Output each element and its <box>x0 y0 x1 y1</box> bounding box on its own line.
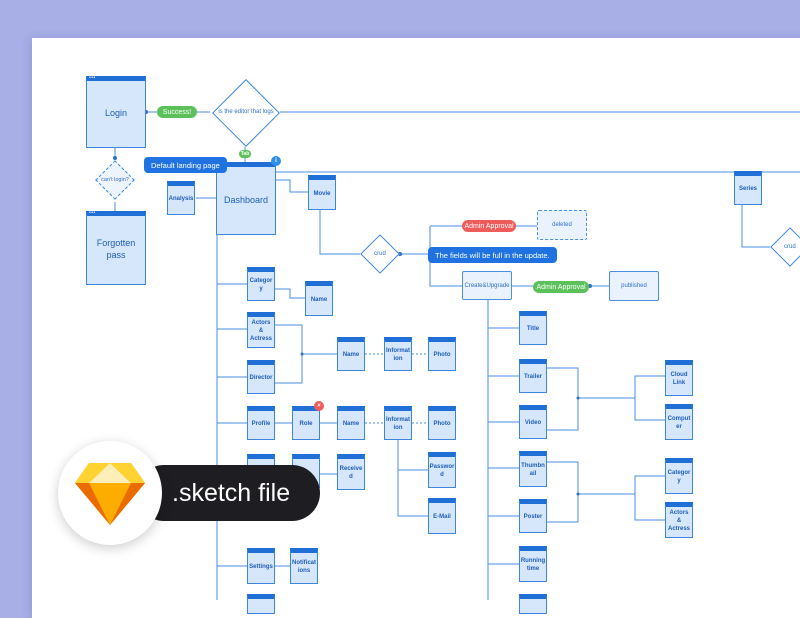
video-node[interactable]: Video <box>519 405 547 439</box>
trailer-node[interactable]: Trailer <box>519 359 547 393</box>
series-node[interactable]: Series <box>734 171 762 205</box>
series-label: Series <box>738 186 757 193</box>
category-label-2: Categor y <box>667 470 691 484</box>
movie-node[interactable]: Movie <box>308 175 336 210</box>
deleted-node: deleted <box>537 210 587 240</box>
name-label-1: Name <box>310 296 328 303</box>
running-time-label: Running time <box>520 558 546 572</box>
info-icon[interactable]: i <box>271 156 281 166</box>
profile-node[interactable]: Profile <box>247 406 275 440</box>
published-node: published <box>609 271 659 301</box>
information-label-1: Informat ion <box>386 348 410 362</box>
hidden-node-right-bottom[interactable] <box>519 594 547 614</box>
published-label: published <box>621 283 647 289</box>
fields-full-tooltip: The fields will be full in the update. <box>428 247 557 263</box>
password-label: Passwor d <box>429 464 455 478</box>
category-label: Categor y <box>249 278 273 292</box>
photo-node-2[interactable]: Photo <box>428 406 456 440</box>
create-upgrade-node[interactable]: Create&Upgrade <box>462 271 512 300</box>
sketch-logo-circle <box>58 441 162 545</box>
received-node[interactable]: Receive d <box>337 454 365 490</box>
settings-node[interactable]: Settings <box>247 548 275 584</box>
analysis-node[interactable]: Analysis <box>167 181 195 215</box>
photo-label-1: Photo <box>433 352 451 359</box>
tab-marker-icon: Tab <box>239 150 251 158</box>
decision-crud-label: crud <box>374 251 386 257</box>
information-node-1[interactable]: Informat ion <box>384 337 412 371</box>
profile-label: Profile <box>251 421 271 428</box>
admin-approval-green-pill: Admin Approval <box>533 281 589 293</box>
received-label: Receive d <box>339 466 363 480</box>
movie-label: Movie <box>313 190 331 197</box>
photo-node-1[interactable]: Photo <box>428 337 456 371</box>
notifications-node[interactable]: Notificat ions <box>290 548 318 584</box>
name-node-1[interactable]: Name <box>305 281 333 316</box>
director-label: Director <box>249 375 273 382</box>
title-node[interactable]: Title <box>519 311 547 345</box>
dashboard-screen[interactable]: •••Dashboard <box>216 162 276 235</box>
hidden-node-bottom[interactable] <box>247 594 275 614</box>
login-label: Login <box>104 108 128 119</box>
name-node-2[interactable]: Name <box>337 337 365 371</box>
cloud-link-node[interactable]: Cloud Link <box>665 360 693 396</box>
poster-node[interactable]: Poster <box>519 499 547 533</box>
name-label-3: Name <box>342 421 360 428</box>
category-node-2[interactable]: Categor y <box>665 458 693 494</box>
thumbnail-node[interactable]: Thumbn ail <box>519 451 547 487</box>
notifications-label: Notificat ions <box>292 560 316 574</box>
role-node[interactable]: Role <box>292 406 320 440</box>
login-screen[interactable]: •••Login <box>86 76 146 148</box>
sketch-file-badge: .sketch file <box>58 441 320 545</box>
decision-editor-label: is the editor that logs <box>218 109 274 115</box>
actors-label-2: Actors & Actress <box>667 510 690 532</box>
close-icon[interactable]: × <box>314 401 324 411</box>
forgotten-pass-label: Forgotten pass <box>96 238 136 260</box>
information-node-2[interactable]: Informat ion <box>384 406 412 440</box>
default-landing-tooltip: Default landing page <box>144 157 227 173</box>
create-upgrade-label: Create&Upgrade <box>464 282 510 289</box>
information-label-2: Informat ion <box>386 417 410 431</box>
success-pill: Success! <box>157 106 197 118</box>
trailer-label: Trailer <box>523 374 542 381</box>
email-node[interactable]: E-Mail <box>428 498 456 534</box>
category-node[interactable]: Categor y <box>247 267 275 301</box>
name-node-3[interactable]: Name <box>337 406 365 440</box>
decision-crud2-label: crud <box>784 244 796 250</box>
settings-label: Settings <box>249 564 273 571</box>
deleted-label: deleted <box>552 222 572 228</box>
actors-node-2[interactable]: Actors & Actress <box>665 502 693 538</box>
computer-label: Comput er <box>667 416 691 430</box>
actors-label: Actors & Actress <box>249 320 272 342</box>
actors-node[interactable]: Actors & Actress <box>247 312 275 348</box>
sketch-file-label-pill: .sketch file <box>136 465 320 521</box>
sketch-file-label: .sketch file <box>172 478 291 507</box>
cloud-link-label: Cloud Link <box>670 372 688 386</box>
dashboard-label: Dashboard <box>223 194 269 205</box>
video-label: Video <box>524 420 542 427</box>
decision-cant-login-label: can't login? <box>101 177 129 183</box>
poster-label: Poster <box>523 514 543 521</box>
admin-approval-red-pill: Admin Approval <box>462 220 516 232</box>
director-node[interactable]: Director <box>247 360 275 394</box>
email-label: E-Mail <box>433 514 451 521</box>
name-label-2: Name <box>342 352 360 359</box>
role-label: Role <box>299 421 313 428</box>
sketch-diamond-icon <box>75 463 145 525</box>
title-label: Title <box>526 326 540 333</box>
computer-node[interactable]: Comput er <box>665 404 693 440</box>
thumbnail-label: Thumbn ail <box>521 463 545 477</box>
running-time-node[interactable]: Running time <box>519 546 547 582</box>
password-node[interactable]: Passwor d <box>428 452 456 488</box>
analysis-label: Analysis <box>168 196 194 203</box>
forgotten-pass-screen[interactable]: •••Forgotten pass <box>86 211 146 285</box>
photo-label-2: Photo <box>433 421 451 428</box>
